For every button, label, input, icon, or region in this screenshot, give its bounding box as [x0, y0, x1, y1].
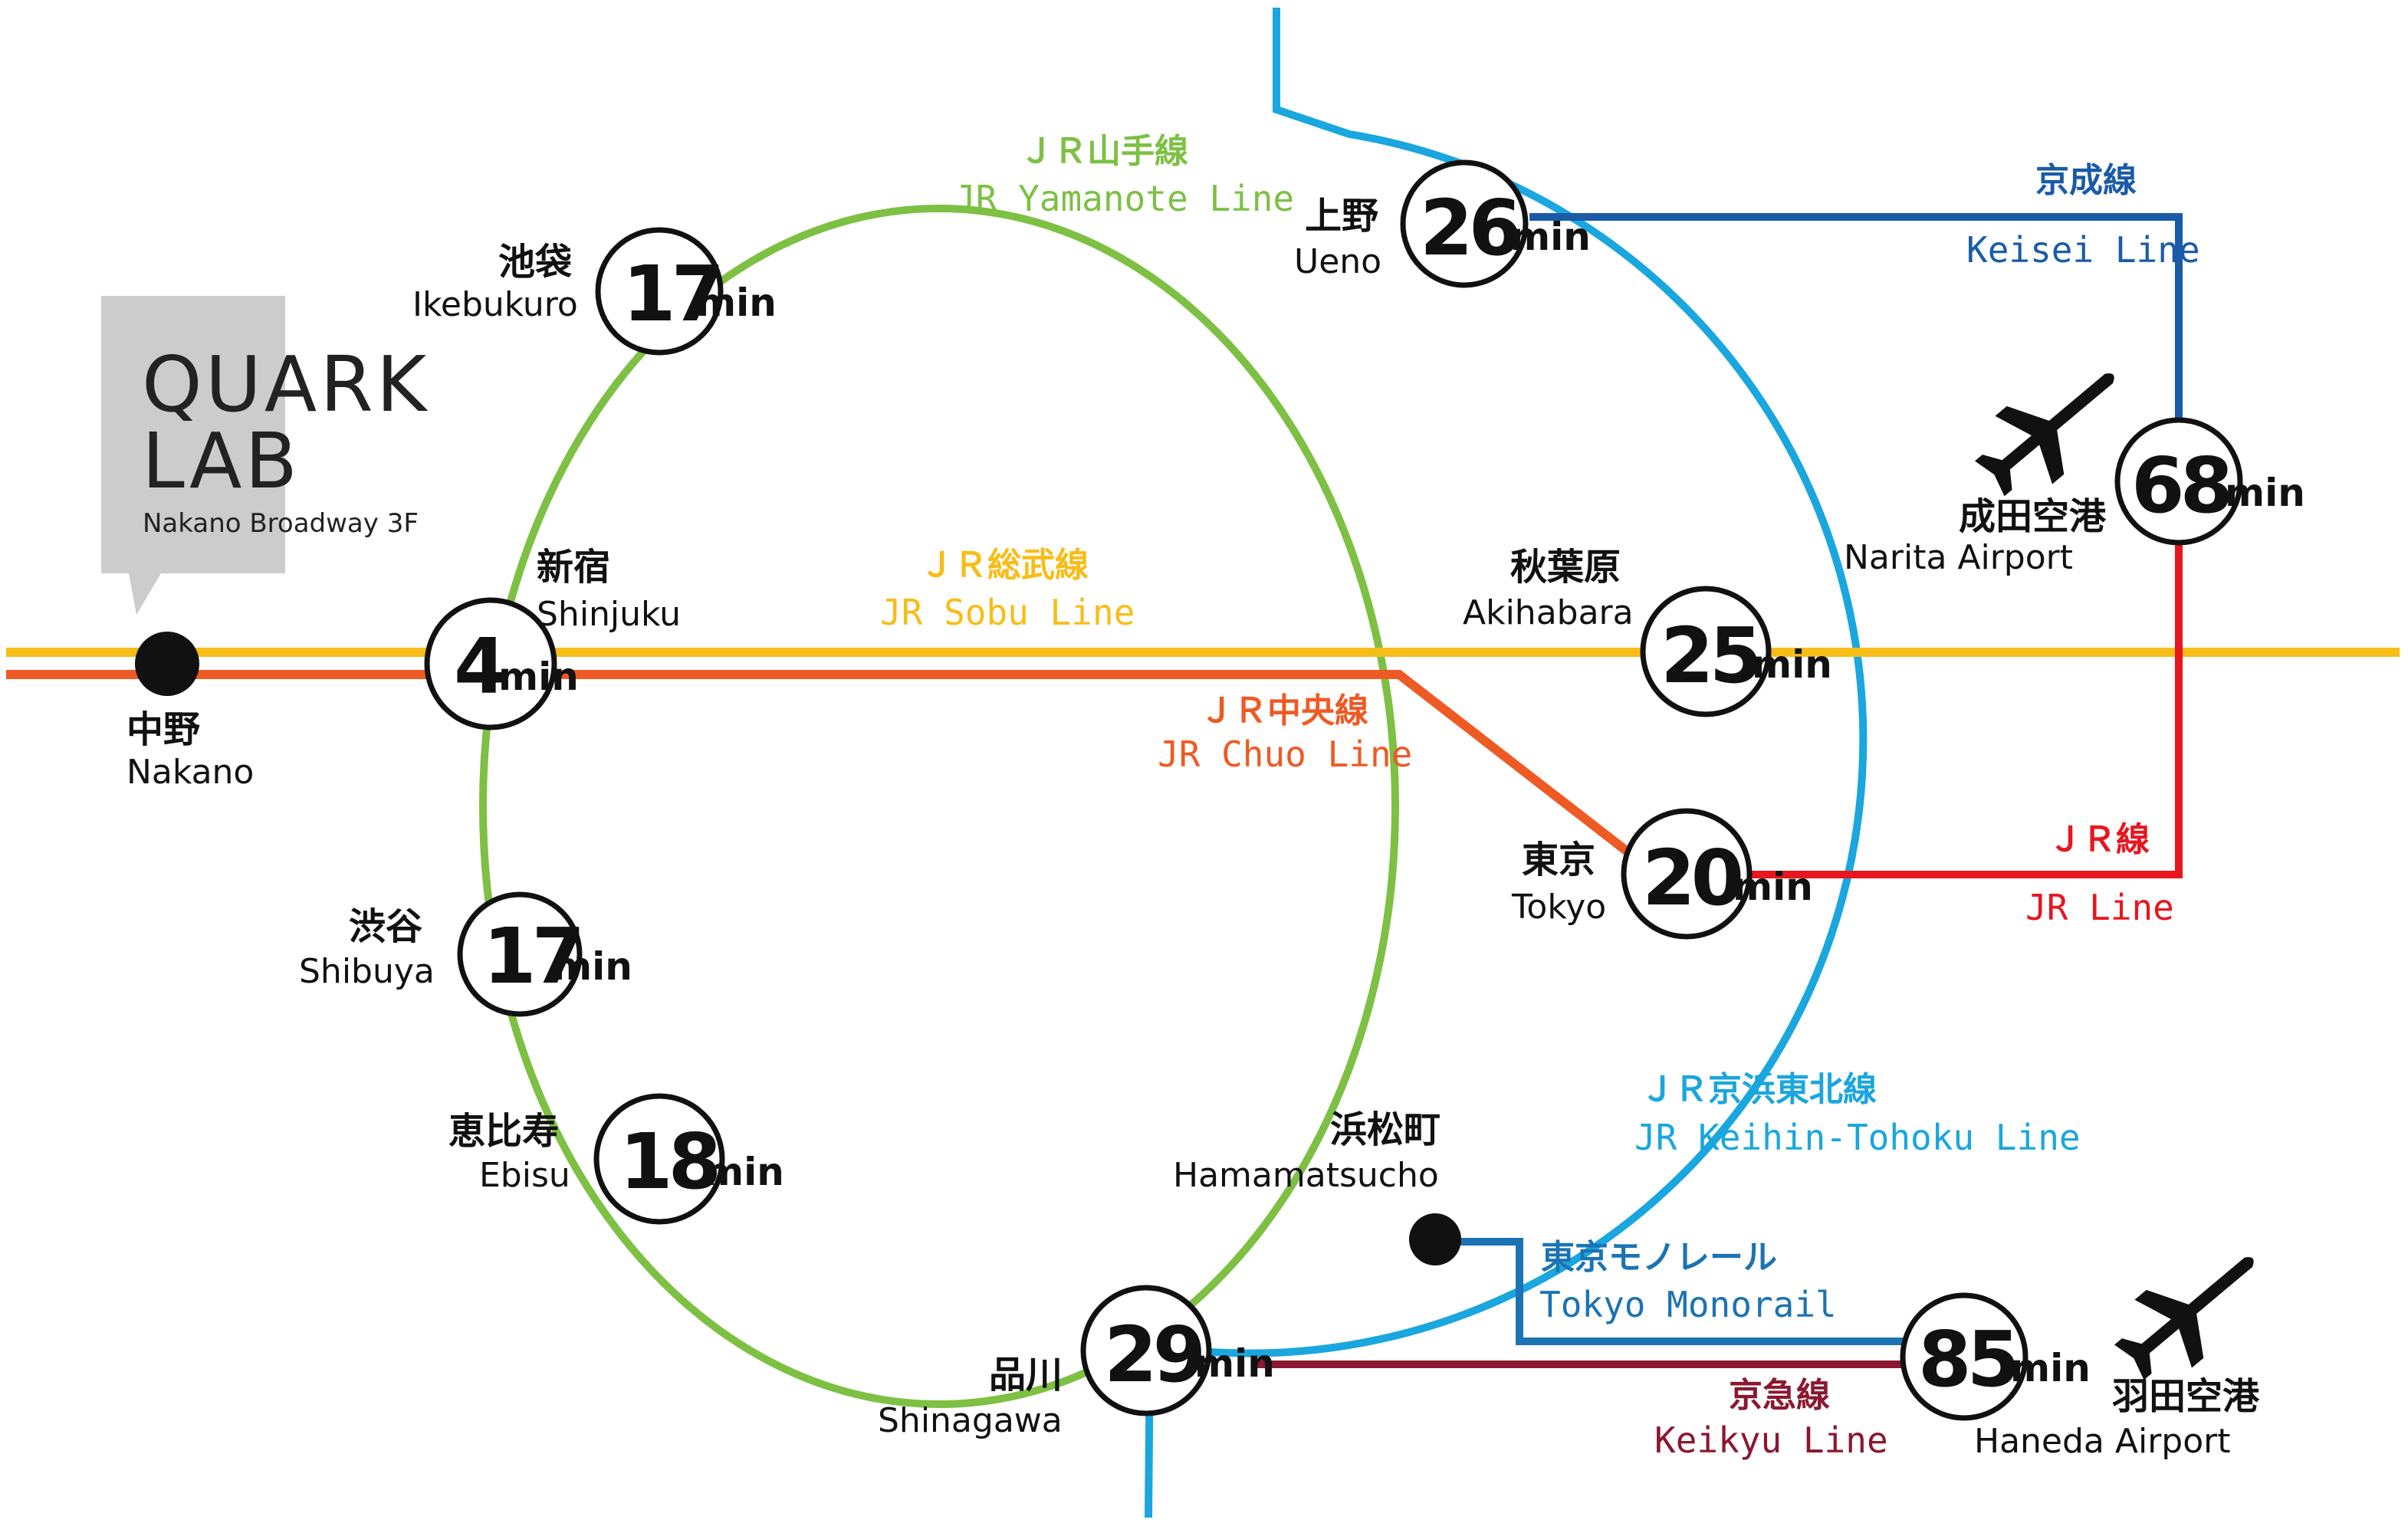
- keisei-label-en: Keisei Line: [1966, 229, 2200, 271]
- narita-en: Narita Airport: [1844, 538, 2073, 577]
- station-badge-ebisu: 18 min: [593, 1093, 784, 1225]
- station-badge-narita: 68 min: [2114, 417, 2305, 546]
- nakano-en: Nakano: [126, 753, 254, 792]
- svg-text:20: 20: [1642, 833, 1741, 923]
- jr-line-narita: [1744, 537, 2183, 878]
- ikebukuro-jp: 池袋: [498, 241, 572, 284]
- svg-text:18: 18: [619, 1117, 718, 1206]
- chuo-label-jp: ＪＲ中央線: [1200, 691, 1368, 730]
- monorail-label-jp: 東京モノレール: [1541, 1238, 1777, 1277]
- svg-text:min: min: [704, 1150, 784, 1194]
- sobu-label-en: JR Sobu Line: [880, 592, 1135, 633]
- svg-text:min: min: [2010, 1346, 2091, 1390]
- shibuya-jp: 渋谷: [349, 905, 422, 948]
- svg-text:min: min: [1733, 865, 1813, 909]
- svg-text:26: 26: [1420, 183, 1519, 273]
- shinjuku-jp: 新宿: [537, 546, 610, 589]
- akihabara-en: Akihabara: [1463, 593, 1634, 632]
- svg-text:min: min: [552, 944, 632, 989]
- shibuya-en: Shibuya: [299, 952, 435, 991]
- chuo-label-en: JR Chuo Line: [1158, 734, 1412, 775]
- keihin-tohoku-line: [1145, 8, 1868, 1518]
- station-badge-akihabara: 25 min: [1640, 586, 1832, 717]
- shinjuku-en: Shinjuku: [537, 595, 681, 634]
- station-badge-tokyo: 20 min: [1621, 808, 1813, 940]
- svg-text:min: min: [498, 655, 579, 699]
- station-badge-shinagawa: 29 min: [1080, 1285, 1275, 1416]
- svg-text:min: min: [1510, 215, 1591, 259]
- sobu-label-jp: ＪＲ総武線: [920, 546, 1089, 585]
- station-badge-ikebukuro: 17 min: [595, 227, 777, 356]
- tokyo-en: Tokyo: [1511, 888, 1606, 927]
- keihin-label-en: JR Keihin-Tohoku Line: [1634, 1117, 2081, 1158]
- shinagawa-en: Shinagawa: [878, 1401, 1063, 1440]
- haneda-en: Haneda Airport: [1974, 1422, 2231, 1461]
- keikyu-label-jp: 京急線: [1729, 1376, 1830, 1415]
- jr-line-label-en: JR Line: [2025, 887, 2174, 928]
- keihin-label-jp: ＪＲ京浜東北線: [1641, 1070, 1877, 1109]
- yamanote-label-jp: ＪＲ山手線: [1020, 132, 1188, 171]
- svg-text:min: min: [1752, 642, 1832, 687]
- ikebukuro-en: Ikebukuro: [412, 285, 578, 324]
- hamamatsucho-jp: 浜松町: [1330, 1108, 1441, 1151]
- airplane-icon: [1974, 373, 2114, 497]
- keikyu-label-en: Keikyu Line: [1654, 1420, 1888, 1461]
- narita-jp: 成田空港: [1959, 495, 2107, 538]
- svg-text:min: min: [696, 281, 777, 325]
- svg-text:25: 25: [1661, 611, 1758, 701]
- svg-text:29: 29: [1104, 1310, 1202, 1400]
- nakano-jp: 中野: [126, 708, 200, 751]
- yamanote-line: [479, 205, 1399, 1408]
- station-dot-icon: [135, 632, 199, 696]
- svg-text:68: 68: [2131, 441, 2229, 530]
- akihabara-jp: 秋葉原: [1510, 546, 1621, 589]
- keisei-label-jp: 京成線: [2035, 161, 2137, 200]
- station-badge-shinjuku: 4 min: [424, 597, 579, 730]
- haneda-jp: 羽田空港: [2112, 1375, 2260, 1418]
- logo-box: [101, 296, 285, 615]
- logo-title: QUARK: [142, 340, 429, 429]
- tokyo-jp: 東京: [1522, 839, 1595, 881]
- svg-text:17: 17: [623, 249, 720, 339]
- tokyo-monorail-line: [1457, 1238, 1917, 1345]
- hamamatsucho-en: Hamamatsucho: [1173, 1156, 1439, 1195]
- jr-line-label-jp: ＪＲ線: [2048, 820, 2150, 859]
- svg-text:min: min: [1194, 1341, 1275, 1386]
- ueno-jp: 上野: [1305, 195, 1378, 238]
- shinagawa-jp: 品川: [989, 1354, 1063, 1397]
- ueno-en: Ueno: [1294, 242, 1381, 281]
- logo-subtitle: Nakano Broadway 3F: [143, 508, 419, 539]
- ebisu-en: Ebisu: [479, 1156, 570, 1195]
- yamanote-label-en: JR Yamanote Line: [954, 178, 1294, 219]
- keisei-line: [1529, 213, 2183, 429]
- station-badge-haneda: 85 min: [1900, 1292, 2091, 1421]
- monorail-label-en: Tokyo Monorail: [1539, 1284, 1837, 1325]
- svg-text:min: min: [2225, 471, 2305, 515]
- station-badge-ueno: 26 min: [1400, 159, 1591, 288]
- airplane-icon: [2114, 1257, 2254, 1380]
- svg-text:85: 85: [1918, 1315, 2015, 1404]
- station-dot-icon: [1409, 1213, 1461, 1265]
- svg-text:17: 17: [483, 911, 580, 1001]
- logo-lab: LAB: [142, 416, 301, 506]
- station-badge-shibuya: 17 min: [457, 891, 632, 1017]
- svg-text:4: 4: [454, 622, 504, 711]
- ebisu-jp: 恵比寿: [448, 1110, 559, 1153]
